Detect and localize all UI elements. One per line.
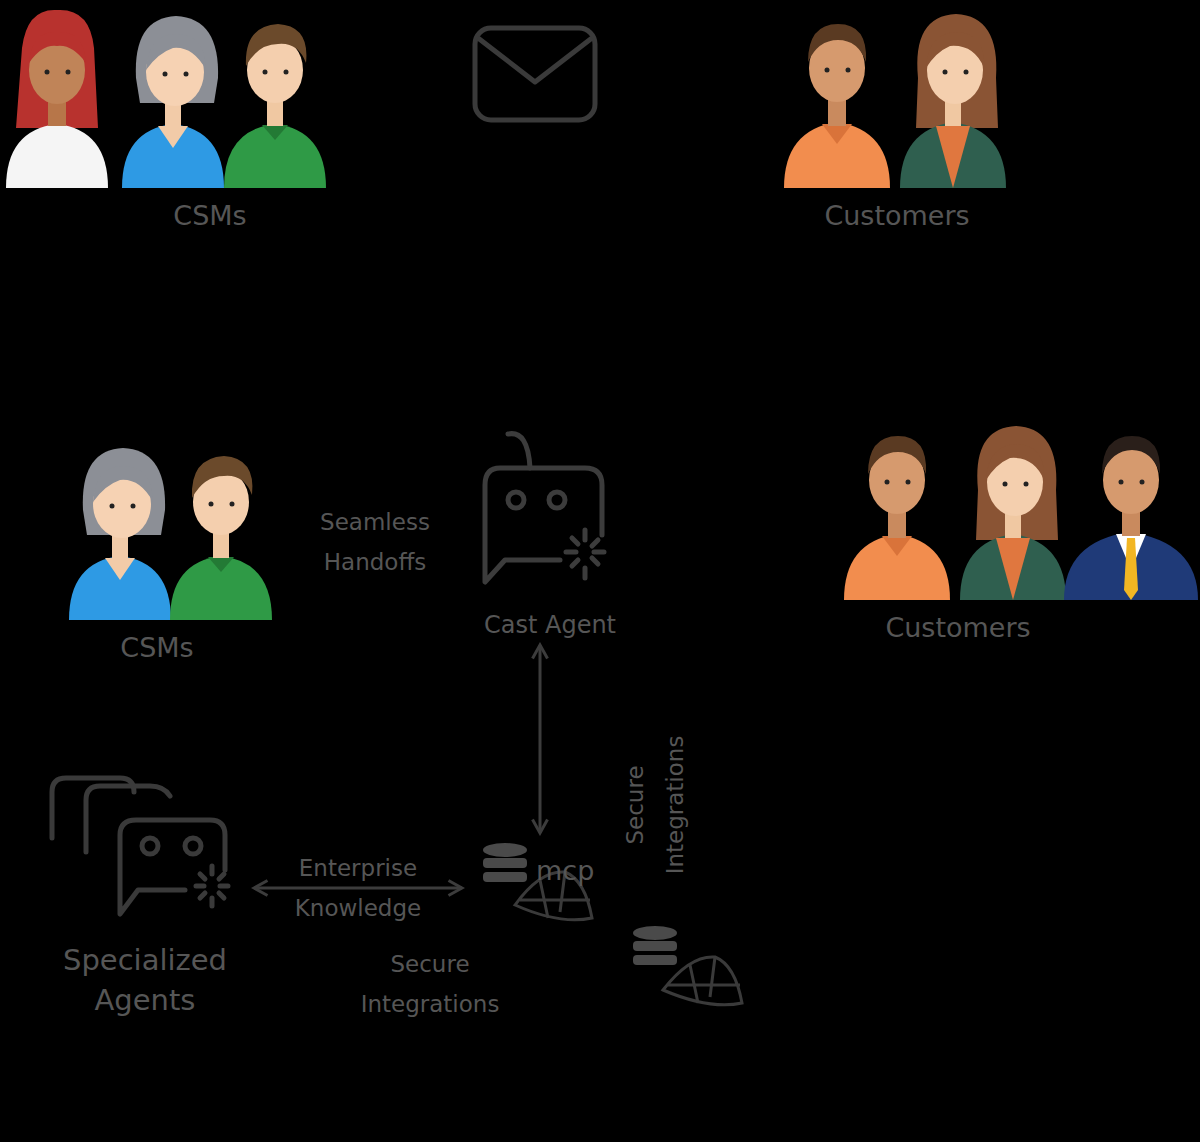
agent-node: Specialized Agents bbox=[40, 775, 250, 1020]
people-csms-lower bbox=[69, 448, 272, 620]
agent-node: Cast Agent bbox=[464, 428, 636, 645]
node-label: CSMs bbox=[114, 196, 306, 236]
people-customers-top bbox=[784, 14, 1006, 188]
connector-arrow bbox=[254, 887, 462, 890]
node-label: Customers bbox=[842, 608, 1074, 648]
group-label: CSMs bbox=[114, 190, 306, 236]
node-label: Customers bbox=[781, 196, 1013, 236]
node-label: CSMs bbox=[61, 628, 253, 668]
node-label: Specialized Agents bbox=[40, 940, 250, 1020]
annotation-label: Seamless Handoffs bbox=[290, 502, 460, 582]
group-label: Customers bbox=[781, 190, 1013, 236]
node-label: Cast Agent bbox=[464, 605, 636, 645]
annotation-label: Secure Integrations bbox=[615, 705, 695, 905]
envelope-icon bbox=[475, 28, 595, 120]
group-label: Customers bbox=[842, 602, 1074, 648]
edge-label: Enterprise Knowledge bbox=[273, 848, 443, 928]
cast-agent-icon bbox=[485, 434, 604, 582]
database-icon bbox=[483, 843, 742, 1005]
specialized-agents-icon bbox=[52, 778, 228, 914]
people-csms-top bbox=[6, 10, 326, 188]
mcp-node: mcp bbox=[470, 833, 610, 943]
node-label: mcp bbox=[536, 851, 594, 891]
connector-arrow bbox=[539, 645, 542, 833]
group-label: CSMs bbox=[61, 622, 253, 668]
annotation-label: Secure Integrations bbox=[335, 944, 525, 1024]
people-customers-lower bbox=[844, 426, 1198, 600]
